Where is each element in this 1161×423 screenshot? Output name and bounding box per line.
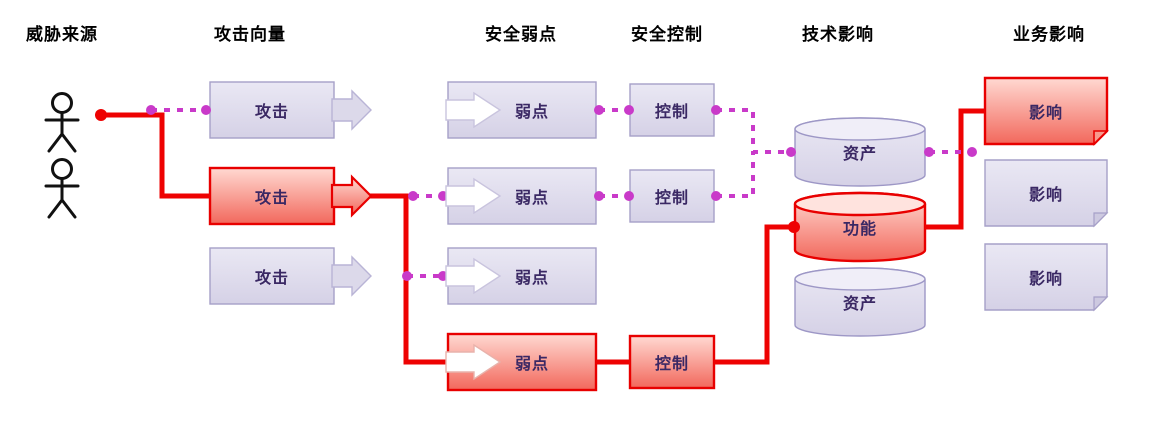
weakness-arrow-icon-3: [445, 257, 502, 295]
attack-box-1: [209, 81, 335, 139]
column-header-technical-impact: 技术影响: [802, 24, 874, 45]
control-box-3: [628, 334, 716, 390]
attack-box-2: [208, 166, 336, 226]
column-header-attack-vectors: 攻击向量: [214, 24, 286, 45]
column-header-controls: 安全控制: [631, 24, 703, 45]
attack-arrow-icon-1: [331, 89, 372, 131]
weakness-arrow-icon-4: [445, 343, 502, 381]
column-header-business-impact: 业务影响: [1013, 24, 1085, 45]
impact-note-3: [984, 243, 1109, 312]
asset-cylinder-2: [794, 267, 926, 337]
impact-note-2: [984, 159, 1109, 228]
attack-arrow-icon-2: [330, 174, 373, 218]
column-header-weaknesses: 安全弱点: [485, 24, 557, 45]
threat-agent-icon-2: [44, 158, 80, 219]
weakness-arrow-icon-1: [445, 91, 502, 129]
control-box-1: [629, 83, 715, 137]
attack-box-3: [209, 247, 335, 305]
control-box-2: [629, 169, 715, 223]
impact-note-1: [983, 76, 1109, 146]
threat-agent-icon-1: [44, 92, 80, 153]
attack-arrow-icon-3: [331, 255, 372, 297]
weakness-arrow-icon-2: [445, 177, 502, 215]
attack-path-dots: [95, 109, 800, 233]
function-cylinder: [793, 191, 927, 263]
asset-cylinder-1: [794, 117, 926, 187]
column-header-threat-sources: 威胁来源: [26, 24, 98, 45]
dashed-link-dots: [146, 105, 977, 281]
